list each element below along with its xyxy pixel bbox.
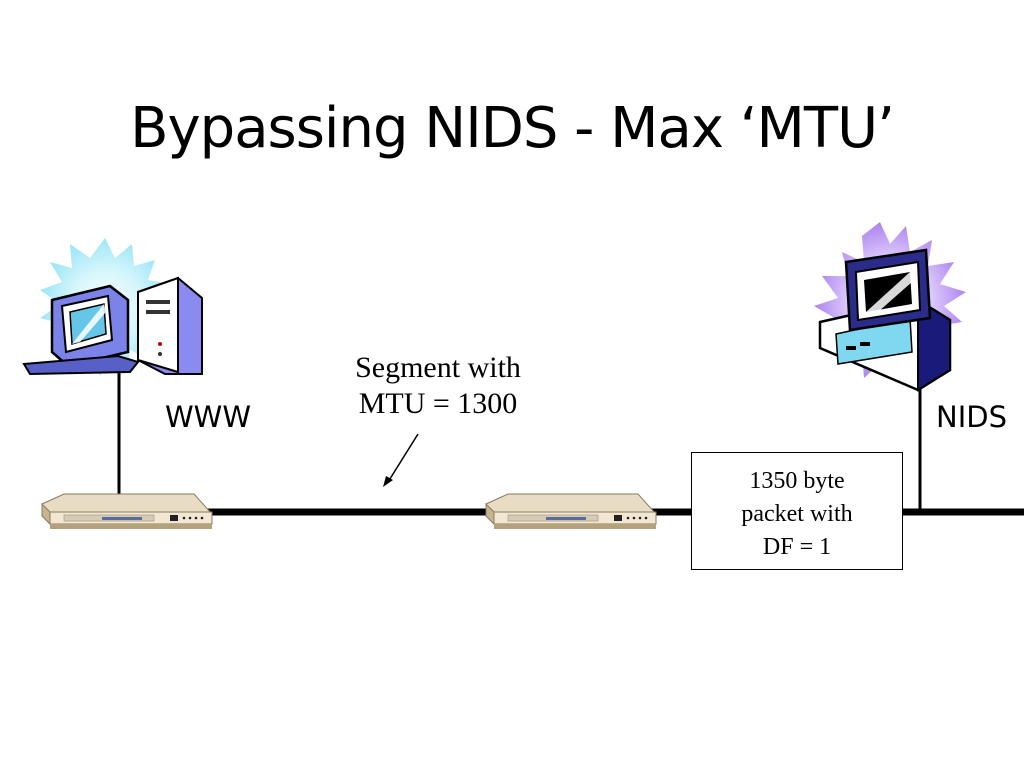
slide-title: Bypassing NIDS - Max ‘MTU’ [130,96,895,161]
router-icon [485,493,657,530]
packet-annotation-line2: packet with [741,501,853,528]
nids-computer-icon [814,222,966,392]
web-server-computer-icon [22,238,203,376]
segment-annotation-line1: Segment with [355,351,521,384]
router-icon [41,493,213,530]
packet-annotation-line1: 1350 byte [749,468,845,494]
nids-label: NIDS [936,400,1007,434]
segment-annotation-line2: MTU = 1300 [358,387,518,420]
segment-pointer-arrow [383,433,419,487]
packet-annotation-box: 1350 byte packet with DF = 1 [691,452,903,570]
www-label: WWW [165,400,252,434]
packet-annotation-line3: DF = 1 [762,534,832,561]
segment-annotation: Segment with MTU = 1300 [330,350,546,422]
